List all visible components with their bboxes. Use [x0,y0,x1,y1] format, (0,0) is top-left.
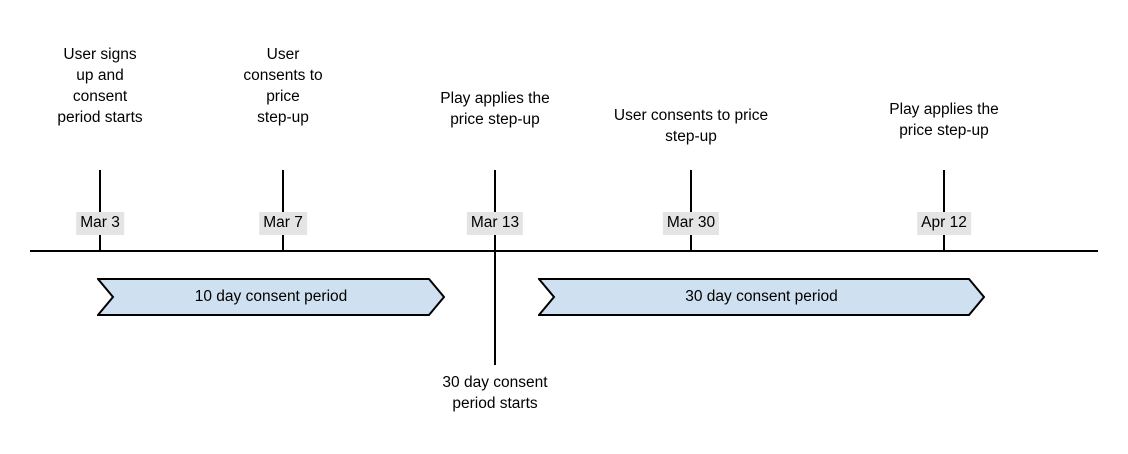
period-bar-label-30-day: 30 day consent period [685,288,838,305]
event-label-mar-3: User signs up and consent period starts [57,46,143,126]
event-label-mar-7: User consents to price step-up [243,46,323,126]
below-annotation-30-day-start: 30 day consent period starts [442,374,548,412]
date-chip-mar-30: Mar 30 [662,212,720,235]
event-label-mar-30: User consents to price step-up [613,107,769,145]
date-chip-mar-13: Mar 13 [466,212,524,235]
event-label-apr-12: Play applies the price step-up [889,101,999,139]
event-label-mar-13: Play applies the price step-up [440,90,550,128]
chevron-shape-icon [97,278,445,316]
period-bar-10-day: 10 day consent period [97,278,445,316]
period-bar-label-10-day: 10 day consent period [194,288,348,305]
period-bar-30-day: 30 day consent period [538,278,985,316]
chevron-shape-icon [538,278,985,316]
date-chip-apr-12: Apr 12 [917,212,971,235]
event-stem-mar-13 [494,170,496,365]
event-stem-apr-12 [943,170,945,250]
event-stem-mar-30 [690,170,692,250]
date-chip-mar-3: Mar 3 [76,212,124,235]
timeline-axis [30,250,1098,252]
date-chip-mar-7: Mar 7 [259,212,307,235]
event-stem-mar-7 [282,170,284,250]
event-stem-mar-3 [99,170,101,250]
